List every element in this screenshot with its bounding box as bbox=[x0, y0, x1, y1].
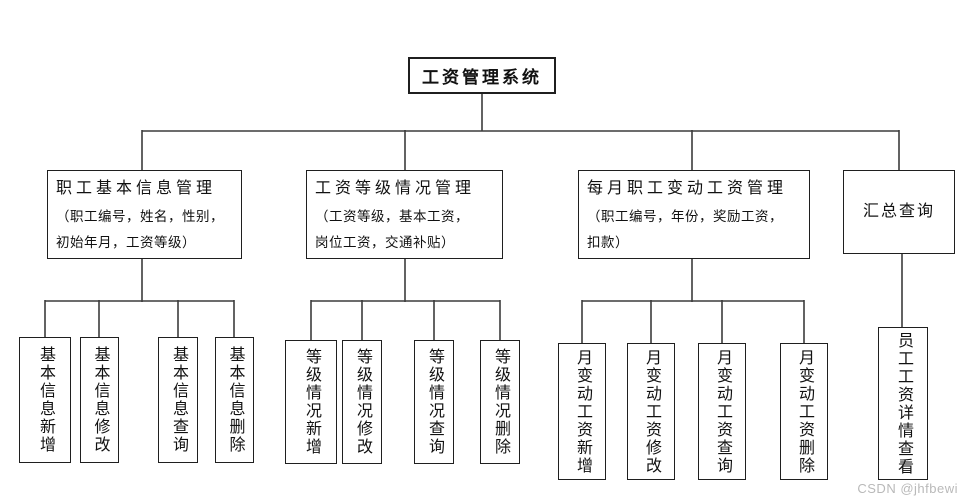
branch-detail: （职工编号，姓名，性别， bbox=[56, 209, 224, 224]
branch-node-summary-query: 汇总查询 bbox=[843, 170, 955, 254]
branch-detail: （职工编号，年份，奖励工资， bbox=[587, 209, 783, 224]
branch-node-salary-grade: 工资等级情况管理 （工资等级，基本工资， 岗位工资，交通补贴） bbox=[306, 170, 503, 259]
branch-node-monthly-change: 每月职工变动工资管理 （职工编号，年份，奖励工资， 扣款） bbox=[578, 170, 810, 259]
csdn-watermark: CSDN @jhfbewi bbox=[857, 481, 958, 496]
leaf-node: 月变动工资查询 bbox=[698, 343, 746, 480]
leaf-node: 员工工资详情查看 bbox=[878, 327, 928, 480]
leaf-label: 月变动工资修改 bbox=[643, 348, 660, 475]
leaf-node: 月变动工资修改 bbox=[627, 343, 675, 480]
branch-title: 每月职工变动工资管理 bbox=[587, 180, 788, 197]
leaf-node: 基本信息修改 bbox=[80, 337, 119, 463]
leaf-node: 等级情况查询 bbox=[414, 340, 454, 464]
branch-detail: 扣款） bbox=[587, 235, 629, 250]
leaf-node: 月变动工资删除 bbox=[780, 343, 828, 480]
leaf-label: 等级情况新增 bbox=[303, 348, 320, 456]
branch-title: 工资等级情况管理 bbox=[315, 180, 476, 197]
leaf-node: 等级情况新增 bbox=[285, 340, 337, 464]
leaf-label: 基本信息修改 bbox=[91, 346, 109, 454]
leaf-label: 基本信息删除 bbox=[226, 346, 244, 454]
leaf-label: 基本信息新增 bbox=[37, 346, 54, 454]
leaf-label: 月变动工资新增 bbox=[574, 348, 591, 475]
root-node: 工资管理系统 bbox=[408, 57, 556, 94]
leaf-label: 等级情况查询 bbox=[426, 348, 443, 456]
branch-title: 汇总查询 bbox=[862, 203, 935, 220]
branch-detail: 初始年月，工资等级） bbox=[56, 235, 196, 250]
leaf-label: 月变动工资删除 bbox=[796, 348, 813, 475]
leaf-label: 基本信息查询 bbox=[170, 346, 187, 454]
branch-node-basic-info: 职工基本信息管理 （职工编号，姓名，性别， 初始年月，工资等级） bbox=[47, 170, 242, 259]
leaf-node: 等级情况修改 bbox=[342, 340, 382, 464]
root-label: 工资管理系统 bbox=[422, 68, 542, 87]
leaf-label: 等级情况修改 bbox=[354, 348, 371, 456]
leaf-node: 基本信息删除 bbox=[215, 337, 254, 463]
leaf-label: 员工工资详情查看 bbox=[895, 331, 912, 476]
leaf-node: 基本信息新增 bbox=[19, 337, 71, 463]
leaf-label: 月变动工资查询 bbox=[714, 348, 731, 475]
branch-detail: （工资等级，基本工资， bbox=[315, 209, 469, 224]
leaf-label: 等级情况删除 bbox=[492, 348, 509, 456]
leaf-node: 月变动工资新增 bbox=[558, 343, 606, 480]
branch-title: 职工基本信息管理 bbox=[56, 180, 217, 197]
leaf-node: 等级情况删除 bbox=[480, 340, 520, 464]
leaf-node: 基本信息查询 bbox=[158, 337, 198, 463]
branch-detail: 岗位工资，交通补贴） bbox=[315, 235, 455, 250]
